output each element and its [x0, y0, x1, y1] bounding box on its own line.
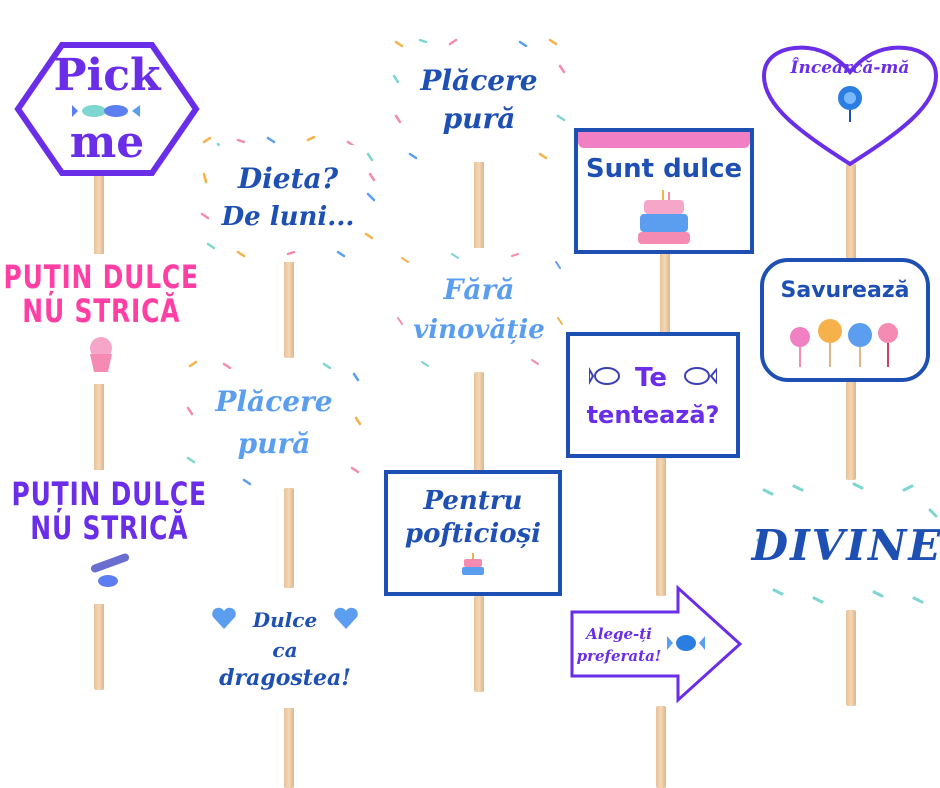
dulce-line1: Dulce: [252, 608, 318, 632]
alege-text-col: Alege-ți preferata!: [577, 623, 662, 667]
arrow-frame: [570, 584, 743, 704]
cake-icon: [634, 188, 694, 250]
divine-text: DIVINE: [751, 520, 940, 570]
hearts-icon: [209, 603, 239, 637]
pick-me-line1: Pick: [53, 50, 161, 101]
candy-icon: [72, 99, 142, 121]
dieta-inner: Dieta? De luni...: [213, 145, 363, 251]
placere-mid-inner: Plăcere pură: [199, 369, 349, 477]
stick: [284, 488, 294, 588]
placere-pura-sign: Plăcere pură: [390, 36, 568, 162]
cupcake-icon: [84, 336, 118, 378]
fara-line1: Fără: [443, 273, 515, 306]
te-row: Te: [588, 361, 718, 395]
placere-line1: Plăcere: [420, 64, 538, 97]
cake-icon: [460, 551, 486, 581]
lollipops-icon: [780, 309, 910, 373]
putin-pink-line2: NU STRICĂ: [22, 292, 181, 330]
lollipop-icon: [835, 84, 865, 128]
putin-dulce-purple-sign: PUȚIN DULCE NU STRICĂ: [11, 470, 207, 604]
incearca-ma-sign: Încearcă-mă: [760, 42, 940, 168]
placere-line2: pură: [442, 102, 516, 135]
putin-purple-line1: PUȚIN DULCE: [11, 475, 207, 513]
te-tenteaza-sign: Te tentează?: [566, 332, 740, 458]
stick: [656, 456, 666, 596]
incearca-text: Încearcă-mă: [790, 58, 910, 78]
placere-inner: Plăcere pură: [404, 47, 554, 151]
sprinkles-decoration: [186, 360, 362, 486]
putin-dulce-pink-sign: PUȚIN DULCE NU STRICĂ: [3, 254, 199, 384]
dieta-line1: Dieta?: [237, 162, 339, 195]
alege-ti-preferata-sign: Alege-ți preferata!: [568, 584, 744, 706]
stick: [474, 160, 484, 260]
pick-me-sign: Pick me: [14, 42, 200, 176]
stick: [474, 596, 484, 692]
dieta-line2: De luni...: [221, 202, 355, 232]
divine-sign: DIVINE: [751, 480, 940, 610]
stick: [846, 610, 856, 706]
stick: [660, 252, 670, 342]
savureaza-text: Savurează: [780, 278, 910, 303]
drip-decoration: [578, 132, 750, 148]
fara-vinovatie-sign: Fără vinovăție: [392, 248, 566, 372]
pentru-line1: Pentru: [423, 486, 523, 516]
fara-line2: vinovăție: [413, 315, 545, 345]
alege-line1: Alege-ți: [586, 625, 652, 643]
stick: [846, 164, 856, 264]
hearts-icon: [331, 603, 361, 637]
candy-icon: [677, 361, 718, 395]
stick: [474, 372, 484, 482]
alege-line2: preferata!: [576, 647, 662, 665]
sprinkles-decoration: [397, 253, 563, 367]
dieta-sign: Dieta? De luni...: [198, 134, 378, 262]
pentru-pofticiosi-sign: Pentru pofticioși: [384, 470, 562, 596]
stick: [656, 706, 666, 788]
placere-mid-line1: Plăcere: [215, 385, 333, 418]
alege-row: Alege-ți preferata!: [577, 623, 706, 667]
confetti-decoration: [756, 482, 938, 604]
placere-mid-line2: pură: [237, 427, 311, 460]
sprinkles-decoration: [392, 38, 566, 160]
pick-me-line2: me: [69, 117, 145, 168]
candy-icon: [667, 628, 706, 662]
dulce-line3: dragostea!: [219, 665, 351, 691]
putin-purple-line2: NU STRICĂ: [30, 509, 189, 547]
pentru-line2: pofticioși: [404, 519, 542, 549]
dulce-row: Dulce: [209, 603, 361, 637]
sunt-dulce-text: Sunt dulce: [585, 154, 743, 184]
te-line2: tentează?: [586, 401, 720, 429]
savureaza-sign: Savurează: [760, 258, 930, 382]
candy-icon: [588, 361, 625, 395]
putin-pink-line1: PUȚIN DULCE: [3, 258, 199, 296]
stick: [846, 380, 856, 480]
stick: [284, 258, 294, 358]
stick: [284, 706, 294, 788]
dulce-ca-dragostea-sign: Dulce ca dragostea!: [200, 588, 370, 708]
candy-icon: [84, 553, 134, 597]
stick: [94, 170, 104, 690]
dulce-line2: ca: [272, 638, 298, 662]
te-line1: Te: [635, 363, 667, 393]
fara-inner: Fără vinovăție: [404, 258, 554, 362]
sunt-dulce-sign: Sunt dulce: [574, 128, 754, 254]
placere-pura-light-sign: Plăcere pură: [184, 358, 364, 488]
